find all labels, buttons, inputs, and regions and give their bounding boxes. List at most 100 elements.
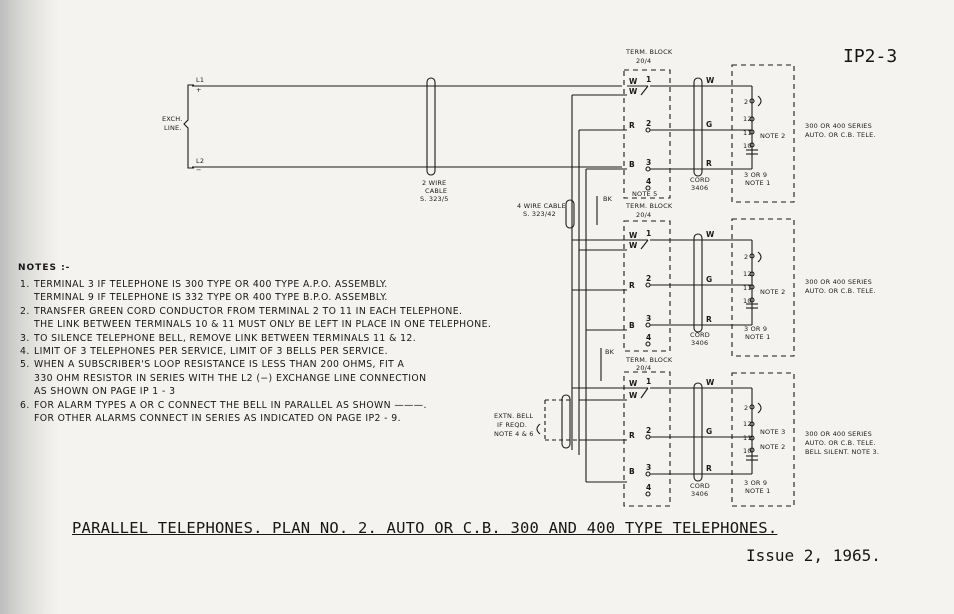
svg-text:10: 10 — [743, 447, 752, 455]
svg-text:3406: 3406 — [691, 490, 708, 498]
svg-text:W: W — [629, 77, 638, 86]
cable4-l2: S. 323/42 — [523, 210, 556, 218]
svg-text:4: 4 — [646, 333, 651, 342]
page-id: IP2-3 — [843, 46, 898, 67]
exchange-line-brace — [183, 84, 194, 169]
svg-text:3 OR 9: 3 OR 9 — [744, 325, 767, 333]
svg-text:AUTO. OR C.B. TELE.: AUTO. OR C.B. TELE. — [805, 131, 876, 139]
cord-3 — [693, 382, 703, 482]
term-block-1 — [623, 69, 671, 199]
svg-text:12: 12 — [743, 115, 752, 123]
page-title: PARALLEL TELEPHONES. PLAN NO. 2. AUTO OR… — [72, 519, 778, 537]
note-line-2: TERMINAL 9 IF TELEPHONE IS 332 TYPE OR 4… — [34, 292, 388, 304]
note-line-7: 5.WHEN A SUBSCRIBER'S LOOP RESISTANCE IS… — [20, 359, 405, 371]
svg-text:R: R — [629, 121, 635, 130]
block1-head-1: TERM. BLOCK — [625, 48, 673, 56]
svg-text:W: W — [629, 391, 638, 400]
svg-text:IF REQD.: IF REQD. — [497, 421, 527, 429]
svg-text:2: 2 — [646, 274, 651, 283]
svg-text:300 OR 400 SERIES: 300 OR 400 SERIES — [805, 278, 872, 286]
svg-text:W: W — [706, 378, 715, 387]
extn-bell-symbol — [536, 423, 541, 435]
svg-text:R: R — [629, 431, 635, 440]
svg-text:12: 12 — [743, 420, 752, 428]
svg-text:11: 11 — [743, 284, 752, 292]
svg-text:3: 3 — [646, 314, 651, 323]
note-line-5: 3.TO SILENCE TELEPHONE BELL, REMOVE LINK… — [20, 332, 417, 344]
svg-text:NOTE 1: NOTE 1 — [745, 487, 770, 495]
cord-2 — [693, 233, 703, 333]
svg-text:1: 1 — [646, 229, 651, 238]
svg-text:R: R — [706, 315, 712, 324]
svg-text:NOTE 1: NOTE 1 — [745, 333, 770, 341]
svg-text:W: W — [629, 241, 638, 250]
telephone-1 — [731, 64, 795, 203]
note-line-10: 6.FOR ALARM TYPES A OR C CONNECT THE BEL… — [20, 399, 427, 411]
block1-note: NOTE 5 — [632, 190, 657, 198]
term-block-2 — [623, 220, 671, 352]
svg-text:NOTE 2: NOTE 2 — [760, 288, 785, 296]
svg-text:3406: 3406 — [691, 339, 708, 347]
extn-bell-cable — [561, 394, 571, 449]
svg-text:B: B — [629, 467, 635, 476]
svg-text:3406: 3406 — [691, 184, 708, 192]
svg-text:R: R — [706, 159, 712, 168]
svg-text:CORD: CORD — [690, 176, 710, 184]
svg-text:11: 11 — [743, 129, 752, 137]
svg-text:NOTE 2: NOTE 2 — [760, 132, 785, 140]
cable2-l3: S. 323/5 — [420, 195, 449, 203]
svg-text:NOTE 2: NOTE 2 — [760, 443, 785, 451]
svg-text:W: W — [706, 230, 715, 239]
svg-text:NOTE 1: NOTE 1 — [745, 179, 770, 187]
svg-text:3: 3 — [646, 463, 651, 472]
note-line-9: AS SHOWN ON PAGE IP 1 - 3 — [34, 386, 176, 398]
svg-text:2: 2 — [744, 404, 748, 412]
svg-text:W: W — [629, 379, 638, 388]
svg-text:4: 4 — [646, 177, 651, 186]
bk-1: BK — [603, 195, 613, 203]
cable2-l1: 2 WIRE — [422, 179, 446, 187]
notes-list: 1.TERMINAL 3 IF TELEPHONE IS 300 TYPE OR… — [20, 278, 491, 425]
svg-text:W: W — [706, 76, 715, 85]
svg-text:G: G — [706, 275, 712, 284]
svg-text:W: W — [629, 231, 638, 240]
cable4-l1: 4 WIRE CABLE — [517, 202, 566, 210]
bell-2 — [757, 251, 762, 263]
svg-text:EXTN. BELL: EXTN. BELL — [494, 412, 533, 420]
block1-head-2: 20/4 — [636, 57, 651, 65]
telephone-2 — [731, 218, 795, 357]
svg-text:G: G — [706, 427, 712, 436]
note-line-8: 330 OHM RESISTOR IN SERIES WITH THE L2 (… — [34, 372, 427, 384]
note-line-4: THE LINK BETWEEN TERMINALS 10 & 11 MUST … — [34, 319, 492, 331]
four-wire-cable-ellipse — [565, 199, 575, 229]
block2-head-1: TERM. BLOCK — [625, 202, 673, 210]
l1-sign: + — [196, 86, 202, 94]
scan-shadow — [0, 0, 60, 614]
svg-text:CORD: CORD — [690, 482, 710, 490]
block2-head-2: 20/4 — [636, 211, 651, 219]
note-line-1: 1.TERMINAL 3 IF TELEPHONE IS 300 TYPE OR… — [20, 279, 388, 290]
svg-text:2: 2 — [744, 98, 748, 106]
cable2-l2: CABLE — [425, 187, 447, 195]
block3-head-1: TERM. BLOCK — [625, 356, 673, 364]
notes-title: NOTES :- — [18, 263, 71, 273]
telephone-3 — [731, 372, 795, 507]
svg-text:11: 11 — [743, 434, 752, 442]
exch-label-1: EXCH. — [162, 115, 182, 123]
svg-text:AUTO. OR C.B. TELE.: AUTO. OR C.B. TELE. — [805, 287, 876, 295]
block3-head-2: 20/4 — [636, 364, 651, 372]
svg-text:3 OR 9: 3 OR 9 — [744, 479, 767, 487]
l2-sign: − — [196, 166, 202, 174]
bell-3 — [757, 402, 762, 414]
issue-label: Issue 2, 1965. — [746, 546, 881, 565]
svg-text:B: B — [629, 321, 635, 330]
cord-1 — [693, 77, 703, 177]
svg-text:3: 3 — [646, 158, 651, 167]
note-line-3: 2.TRANSFER GREEN CORD CONDUCTOR FROM TER… — [20, 305, 463, 317]
svg-text:1: 1 — [646, 75, 651, 84]
bell-1 — [757, 95, 762, 107]
svg-text:NOTE 3: NOTE 3 — [760, 428, 785, 436]
svg-text:1: 1 — [646, 377, 651, 386]
svg-text:12: 12 — [743, 270, 752, 278]
